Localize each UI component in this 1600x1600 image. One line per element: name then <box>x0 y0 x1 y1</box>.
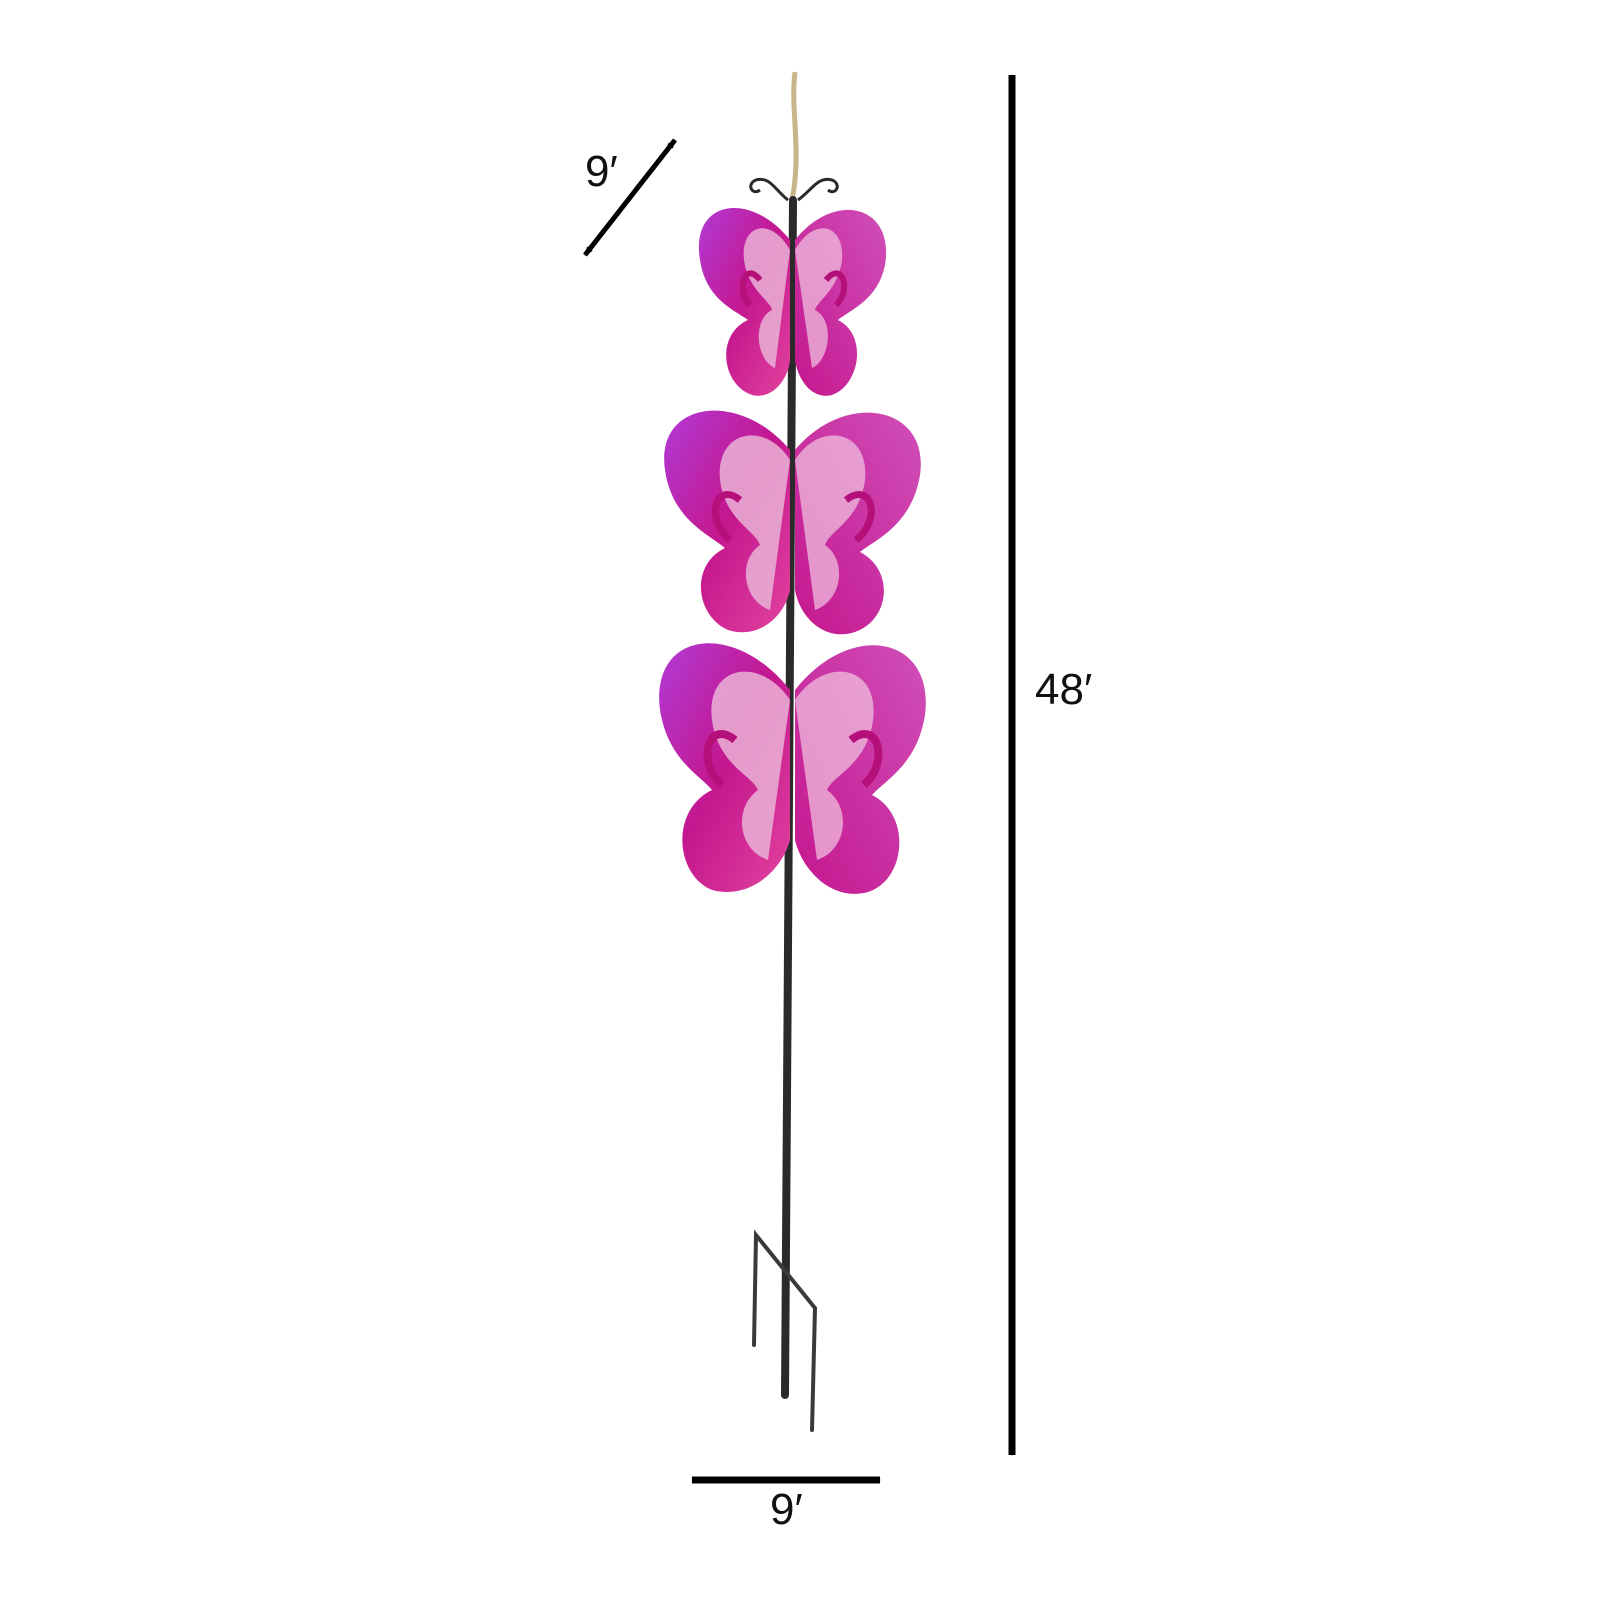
butterfly-spinner-top <box>698 207 887 396</box>
width-dimension-label: 9′ <box>770 1485 803 1534</box>
depth-arrow <box>583 138 677 257</box>
ground-prongs <box>752 1229 818 1432</box>
depth-dimension-label: 9′ <box>585 147 618 196</box>
antennae-icon <box>749 177 839 202</box>
height-dimension-label: 48′ <box>1035 665 1093 714</box>
butterfly-spinner-middle <box>664 410 921 635</box>
butterfly-spinner-bottom <box>659 643 926 894</box>
twine-loop <box>789 71 799 201</box>
